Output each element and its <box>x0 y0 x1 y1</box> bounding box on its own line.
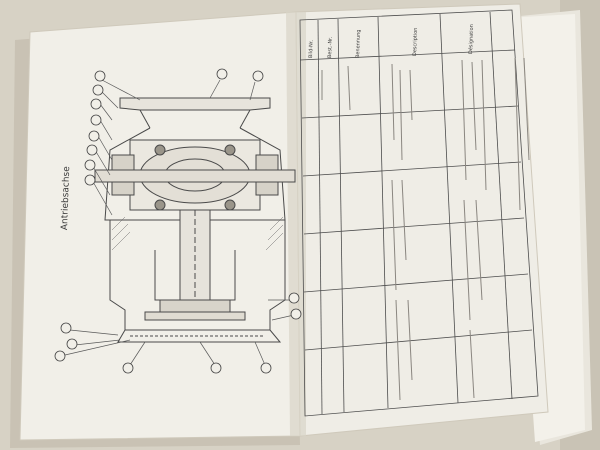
callout-circle <box>288 292 300 304</box>
callout-circle <box>60 322 72 334</box>
column-header-benennung: Benennung <box>355 29 362 59</box>
callout-circle <box>54 350 66 362</box>
callout-circle <box>210 362 222 374</box>
callout-circle <box>260 362 272 374</box>
column-header-description: Description <box>412 27 419 57</box>
callout-circle <box>90 98 102 110</box>
callout-circle <box>122 362 134 374</box>
table-text-texture <box>321 57 530 401</box>
callout-leaders <box>64 79 295 366</box>
column-header-designation: Désignation <box>468 24 476 55</box>
callout-circle <box>92 84 104 96</box>
callout-markers <box>54 68 302 374</box>
callout-circle <box>290 308 302 320</box>
column-header-nr: Bild-Nr. <box>308 39 315 59</box>
callout-circle <box>84 159 96 171</box>
callout-circle <box>84 174 96 186</box>
callout-circle <box>66 338 78 350</box>
axle-drawing <box>94 97 296 343</box>
callout-circle <box>216 68 228 80</box>
parts-table-grid <box>299 9 539 417</box>
callout-circle <box>94 70 106 82</box>
callout-circle <box>86 144 98 156</box>
callout-circle <box>252 70 264 82</box>
callout-circle <box>90 114 102 126</box>
column-header-best: Best.-Nr. <box>327 36 334 59</box>
callout-circle <box>88 130 100 142</box>
